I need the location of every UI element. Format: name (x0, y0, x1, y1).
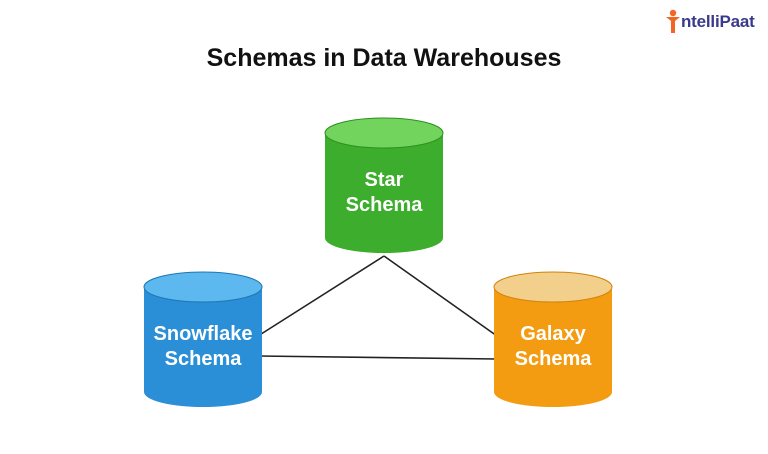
logo-text: ntelliPaat (681, 12, 755, 31)
logo: ntelliPaat (664, 8, 755, 36)
cylinder-body (325, 133, 443, 253)
connector-snowflake-galaxy (257, 355, 498, 360)
galaxy-label-line-2: Schema (515, 348, 593, 370)
person-icon (666, 9, 680, 33)
connector-lines (257, 255, 498, 360)
galaxy-label-line-1: Galaxy (520, 323, 586, 345)
snowflake-label-line-2: Schema (165, 348, 243, 370)
cylinder-body (144, 287, 262, 407)
cylinder-top (493, 271, 613, 303)
cylinder-top (143, 271, 263, 303)
connector-star-galaxy (383, 255, 498, 337)
star-label-line-1: Star (365, 169, 404, 191)
cylinder-top (324, 117, 444, 149)
cylinder-body (494, 287, 612, 407)
star-label-line-2: Schema (346, 194, 424, 216)
snowflake-label-line-1: Snowflake (154, 323, 253, 345)
connector-star-snowflake (257, 255, 385, 337)
page-title: Schemas in Data Warehouses (206, 44, 562, 72)
